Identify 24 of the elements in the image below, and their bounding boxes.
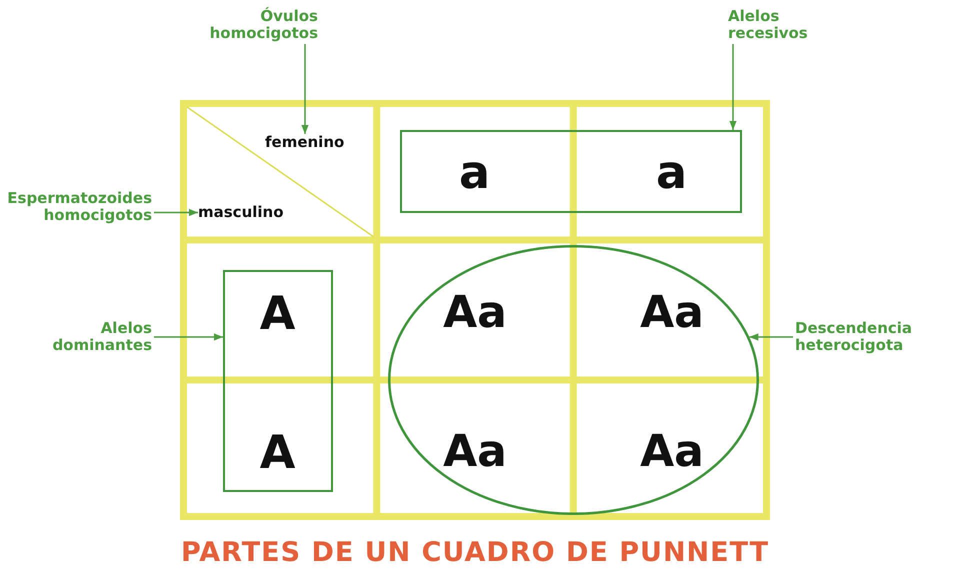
leader-arrow <box>301 44 309 134</box>
genotype-label: Aa <box>443 291 507 335</box>
leader-arrow <box>154 208 198 216</box>
leader-arrow <box>749 333 793 341</box>
corner-label: masculino <box>198 204 284 221</box>
callout-label: Alelos dominantes <box>52 320 152 354</box>
allele-frame <box>223 270 333 492</box>
callout-label: Óvulos homocigotos <box>210 8 318 42</box>
callout-label: Espermatozoides homocigotos <box>7 190 152 224</box>
leader-arrow <box>154 333 223 341</box>
corner-label: femenino <box>265 134 344 151</box>
allele-label: a <box>656 148 688 194</box>
allele-label: A <box>260 290 296 336</box>
callout-label: Descendencia heterocigota <box>795 320 912 354</box>
allele-label: a <box>458 148 490 194</box>
genotype-label: Aa <box>443 430 507 474</box>
title: PARTES DE UN CUADRO DE PUNNETT <box>180 537 770 568</box>
genotype-label: Aa <box>640 430 704 474</box>
callout-label: Alelos recesivos <box>728 8 808 42</box>
genotype-label: Aa <box>640 291 704 335</box>
allele-label: A <box>260 428 296 474</box>
leader-arrow <box>729 44 737 130</box>
offspring-ellipse <box>388 245 759 515</box>
allele-frame <box>400 130 742 213</box>
